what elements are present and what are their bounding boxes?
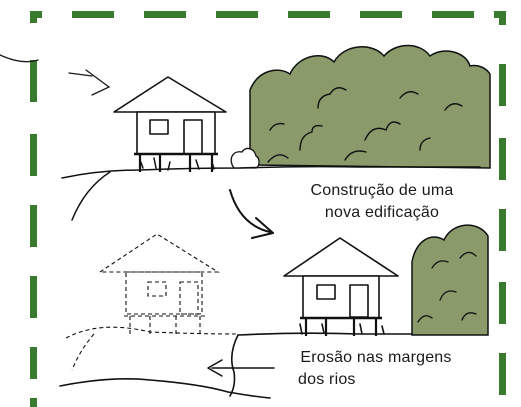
eroded-bank (59, 323, 413, 399)
construction-caption-line1: Construção de uma (310, 182, 454, 199)
ghost-house-icon (65, 233, 237, 371)
bush-icon (411, 224, 489, 336)
construction-caption: Construção de uma nova edificação (282, 180, 482, 224)
erosion-caption: Erosão nas margens dos rios (276, 347, 476, 391)
erosion-caption-line2: dos rios (298, 371, 356, 388)
bush-icon (230, 44, 491, 169)
house-icon (283, 237, 399, 336)
dashed-frame (30, 11, 506, 407)
ground-top (61, 157, 481, 221)
stray-strokes (0, 54, 111, 96)
curved-arrow-icon (229, 189, 274, 239)
construction-caption-line2: nova edificação (324, 204, 440, 221)
erosion-caption-line1: Erosão nas margens (300, 349, 452, 366)
house-icon (113, 76, 227, 172)
pointer-arrow-icon (207, 359, 275, 377)
